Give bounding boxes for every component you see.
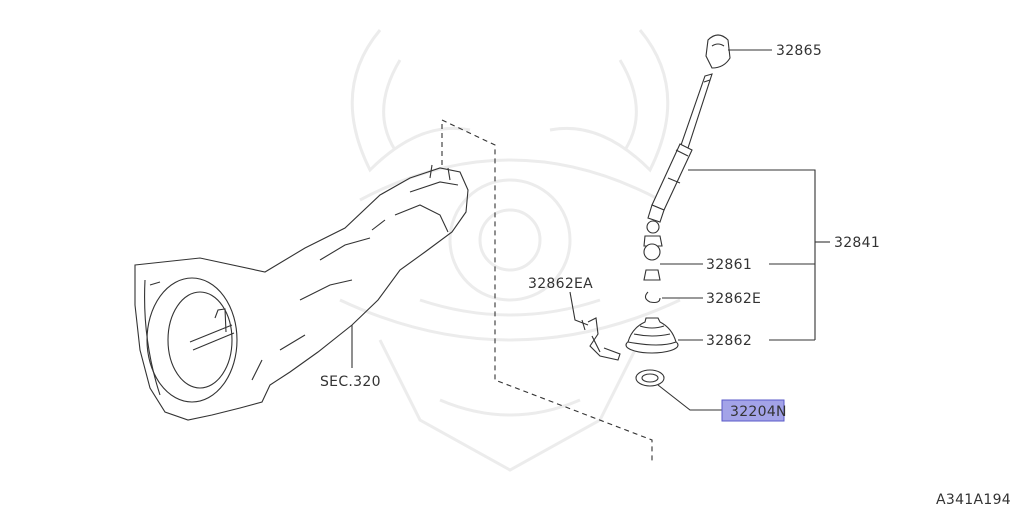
leader-lines — [569, 49, 830, 411]
label-32841[interactable]: 32841 — [834, 235, 880, 251]
snap-ring-32204N — [635, 369, 665, 387]
label-32862EA[interactable]: 32862EA — [528, 276, 593, 292]
dashed-reference-upper — [441, 119, 653, 462]
label-32862E[interactable]: 32862E — [706, 291, 761, 307]
label-32865[interactable]: 32865 — [776, 43, 822, 59]
shift-lever — [643, 34, 731, 261]
bracket-32862EA — [581, 317, 621, 361]
highlight-32204N[interactable] — [721, 399, 785, 422]
transmission-case — [134, 164, 469, 421]
clip-32862E — [644, 291, 661, 304]
diagram-reference-code: A341A194 — [936, 492, 1011, 508]
label-32861[interactable]: 32861 — [706, 257, 752, 273]
boot-32862 — [625, 317, 679, 354]
bushing-32861 — [643, 269, 661, 281]
label-32862[interactable]: 32862 — [706, 333, 752, 349]
label-32204N[interactable]: 32204N — [730, 404, 787, 420]
shift-knob — [705, 34, 731, 69]
watermark-emblem — [339, 29, 681, 472]
label-sec320[interactable]: SEC.320 — [320, 374, 381, 390]
